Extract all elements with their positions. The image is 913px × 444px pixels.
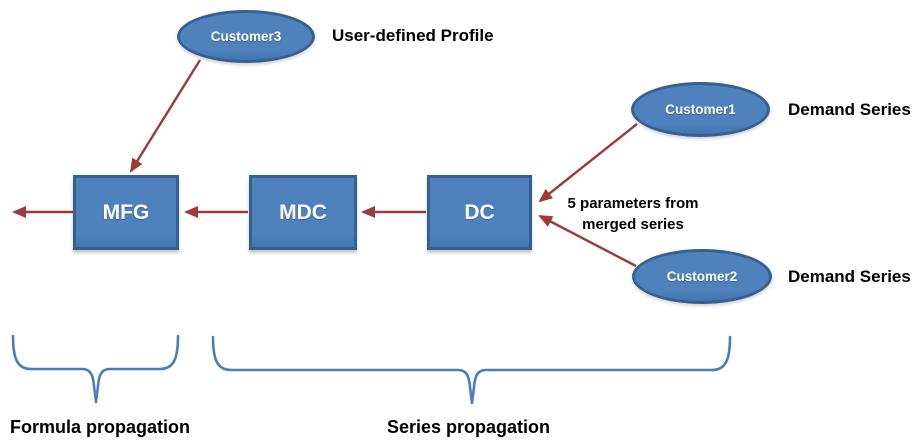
node-customer3: Customer3	[177, 10, 315, 63]
node-mdc-label: MDC	[279, 200, 327, 224]
formula-propagation-brace	[11, 334, 180, 404]
node-mfg: MFG	[73, 175, 179, 250]
series-propagation-label: Series propagation	[387, 417, 551, 437]
series-propagation-brace	[211, 335, 732, 405]
demand-series-label-bottom: Demand Series	[788, 267, 911, 286]
node-customer2-label: Customer2	[666, 269, 738, 284]
node-customer3-label: Customer3	[210, 29, 282, 44]
merged-series-line2: merged series	[582, 216, 684, 233]
arrow-customer3-to-mfg	[129, 59, 202, 173]
demand-series-label-top: Demand Series	[788, 100, 911, 119]
node-customer2: Customer2	[632, 249, 772, 304]
node-mfg-label: MFG	[102, 200, 150, 224]
merged-series-line1: 5 parameters from	[567, 195, 699, 212]
merged-series-label: 5 parameters from merged series	[553, 193, 713, 235]
user-defined-profile-label: User-defined Profile	[332, 26, 494, 45]
formula-propagation-label: Formula propagation	[10, 417, 190, 437]
node-mdc: MDC	[249, 175, 357, 250]
node-customer1-label: Customer1	[665, 102, 736, 117]
node-dc: DC	[427, 175, 532, 250]
node-dc-label: DC	[464, 200, 495, 224]
arrow-customer1-to-dc	[538, 123, 638, 203]
node-customer1: Customer1	[631, 82, 770, 137]
